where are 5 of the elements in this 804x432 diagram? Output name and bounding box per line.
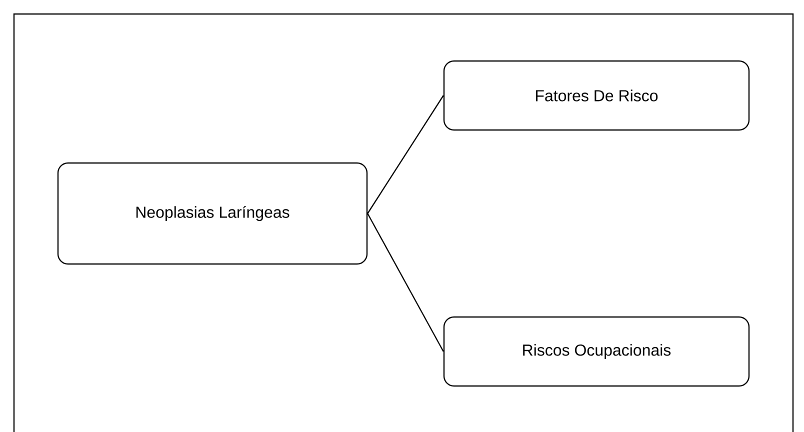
topic-box: Riscos Ocupacionais [443, 316, 750, 387]
connector-line [367, 95, 444, 214]
topic-box: Neoplasias Laríngeas [57, 162, 368, 265]
connector-line [367, 213, 444, 352]
topic-box: Fatores De Risco [443, 60, 750, 131]
